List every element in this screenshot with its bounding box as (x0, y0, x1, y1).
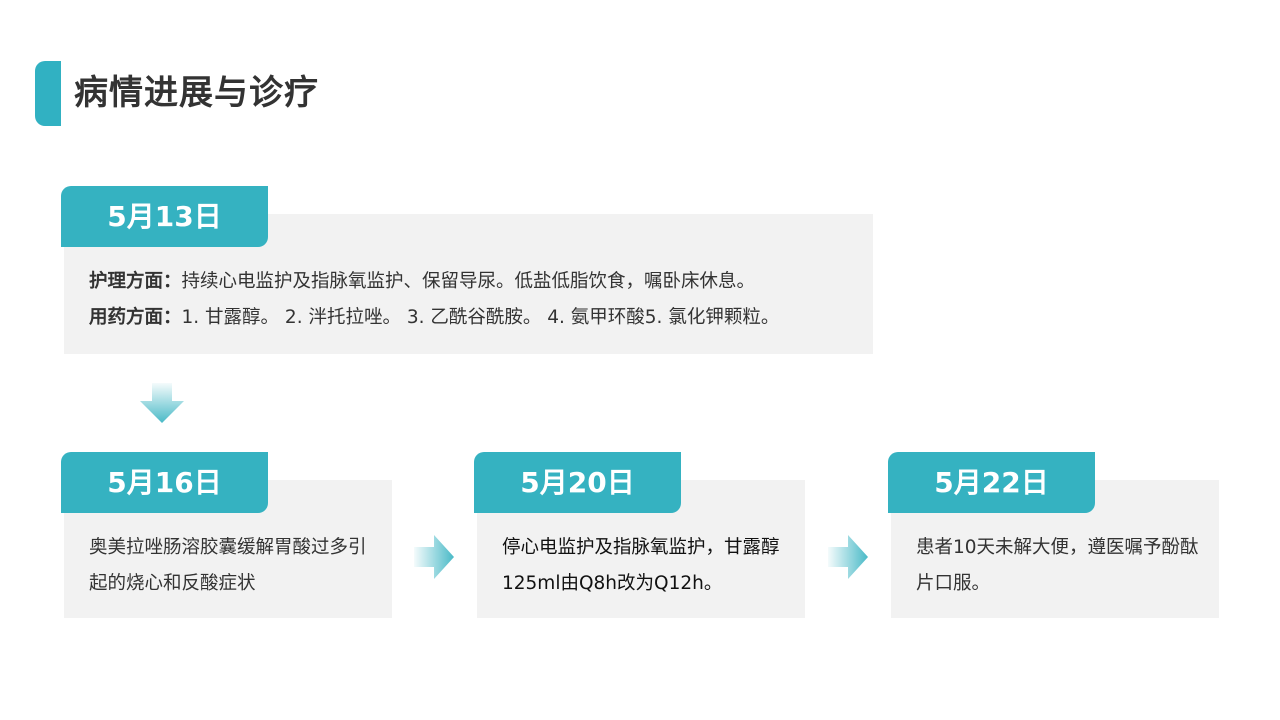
medication-label: 用药方面： (89, 307, 182, 328)
medication-line: 用药方面：1. 甘露醇。 2. 泮托拉唑。 3. 乙酰谷酰胺。 4. 氨甲环酸5… (89, 300, 869, 336)
date-tab-may20: 5月20日 (474, 452, 681, 513)
nursing-label: 护理方面： (89, 271, 182, 292)
date-tab-may16: 5月16日 (61, 452, 268, 513)
nursing-line: 护理方面：持续心电监护及指脉氧监护、保留导尿。低盐低脂饮食，嘱卧床休息。 (89, 264, 869, 300)
card-body-may20: 停心电监护及指脉氧监护，甘露醇125ml由Q8h改为Q12h。 (502, 537, 780, 594)
date-tab-may22: 5月22日 (888, 452, 1095, 513)
arrow-right-icon (828, 535, 868, 579)
card-body-may13: 护理方面：持续心电监护及指脉氧监护、保留导尿。低盐低脂饮食，嘱卧床休息。 用药方… (89, 264, 869, 336)
arrow-right-icon (414, 535, 454, 579)
date-tab-may13: 5月13日 (61, 186, 268, 247)
title-accent-bar (35, 61, 61, 126)
medication-text: 1. 甘露醇。 2. 泮托拉唑。 3. 乙酰谷酰胺。 4. 氨甲环酸5. 氯化钾… (181, 307, 780, 328)
arrow-down-icon (140, 383, 184, 423)
card-body-may16: 奥美拉唑肠溶胶囊缓解胃酸过多引起的烧心和反酸症状 (89, 537, 367, 594)
page-title: 病情进展与诊疗 (74, 73, 319, 113)
card-body-may22: 患者10天未解大便，遵医嘱予酚酞片口服。 (916, 537, 1199, 594)
nursing-text: 持续心电监护及指脉氧监护、保留导尿。低盐低脂饮食，嘱卧床休息。 (181, 271, 756, 292)
